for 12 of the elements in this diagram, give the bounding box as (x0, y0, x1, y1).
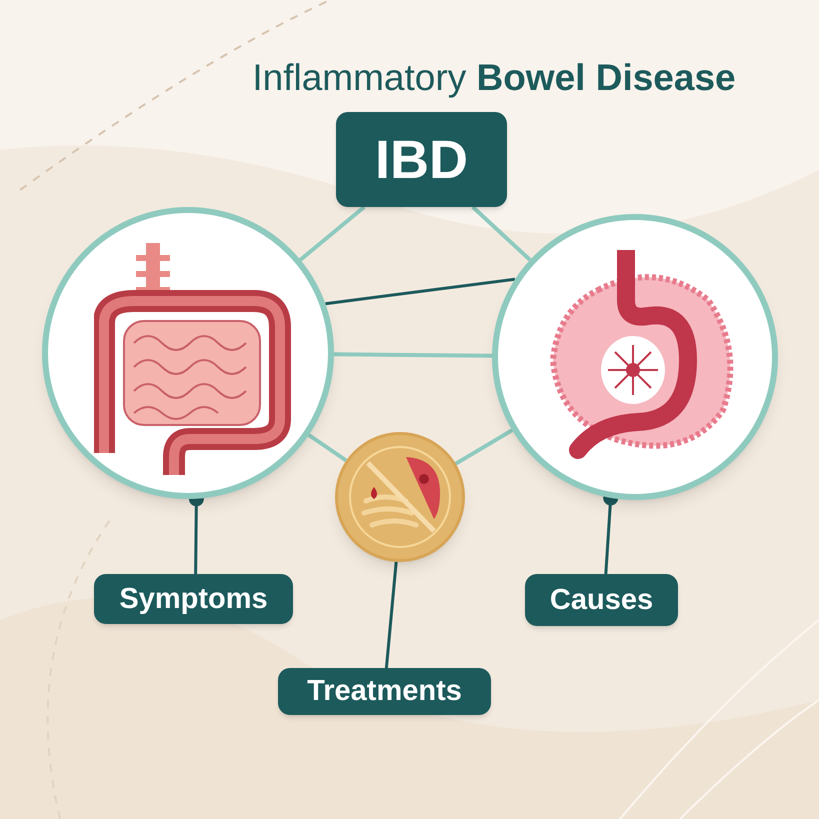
connector-line (454, 428, 514, 466)
label-box: Treatments (278, 668, 491, 715)
label-box: Causes (525, 574, 678, 626)
leader-line (325, 278, 516, 306)
connector-line (334, 352, 492, 358)
title: Inflammatory Bowel Disease (251, 56, 737, 100)
title-box: IBD (336, 112, 507, 207)
connector-line (299, 205, 366, 262)
label-box: Symptoms (94, 574, 293, 624)
connector-line (471, 206, 532, 262)
connector-line (308, 433, 348, 462)
leader-line (384, 562, 398, 668)
